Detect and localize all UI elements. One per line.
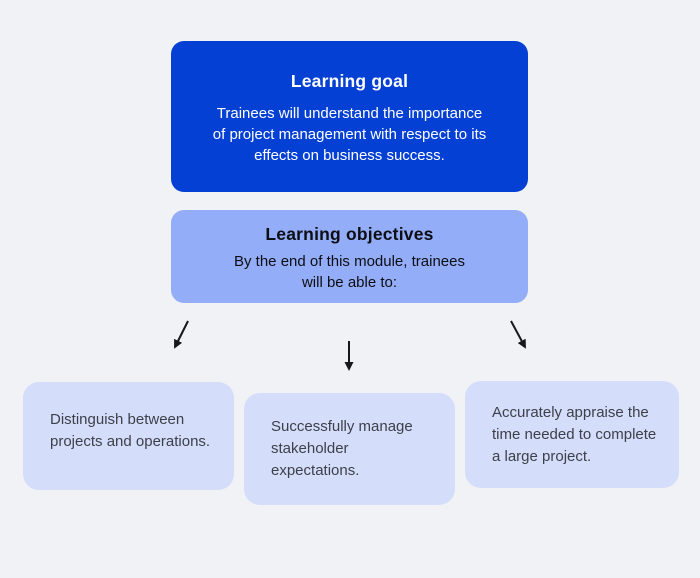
outcome-3-line-3: a large project. bbox=[492, 447, 592, 465]
objectives-body-line-2: will be able to: bbox=[301, 274, 398, 291]
learning-goal-box: Learning goal Trainees will understand t… bbox=[171, 41, 528, 192]
outcome-1-line-1: Distinguish between bbox=[50, 411, 185, 428]
outcome-box-stakeholders: Successfully manage stakeholder expectat… bbox=[244, 393, 455, 505]
learning-objectives-body: By the end of this module, trainees will… bbox=[171, 251, 528, 293]
objectives-body-line-1: By the end of this module, trainees bbox=[234, 253, 465, 270]
outcome-3-line-1: Accurately appraise the bbox=[492, 403, 649, 421]
outcome-3-line-2: time needed to complete bbox=[492, 425, 657, 443]
arrow-to-outcome-1 bbox=[174, 320, 189, 349]
goal-body-line-3: effects on business success. bbox=[254, 147, 445, 164]
arrow-to-outcome-3 bbox=[510, 320, 526, 349]
goal-body-line-2: of project management with respect to it… bbox=[212, 126, 487, 143]
learning-objectives-title: Learning objectives bbox=[265, 224, 434, 244]
outcome-1-line-2: projects and operations. bbox=[50, 433, 211, 450]
learning-goal-title: Learning goal bbox=[290, 71, 409, 91]
outcome-box-distinguish: Distinguish between projects and operati… bbox=[23, 382, 234, 490]
outcome-box-appraise-time: Accurately appraise the time needed to c… bbox=[465, 381, 679, 488]
learning-goal-body: Trainees will understand the importance … bbox=[171, 103, 528, 166]
outcome-2-line-1: Successfully manage bbox=[271, 418, 413, 435]
outcome-2-line-2: stakeholder expectations. bbox=[271, 440, 360, 479]
learning-objectives-box: Learning objectives By the end of this m… bbox=[171, 210, 528, 303]
goal-body-line-1: Trainees will understand the importance bbox=[216, 105, 483, 122]
